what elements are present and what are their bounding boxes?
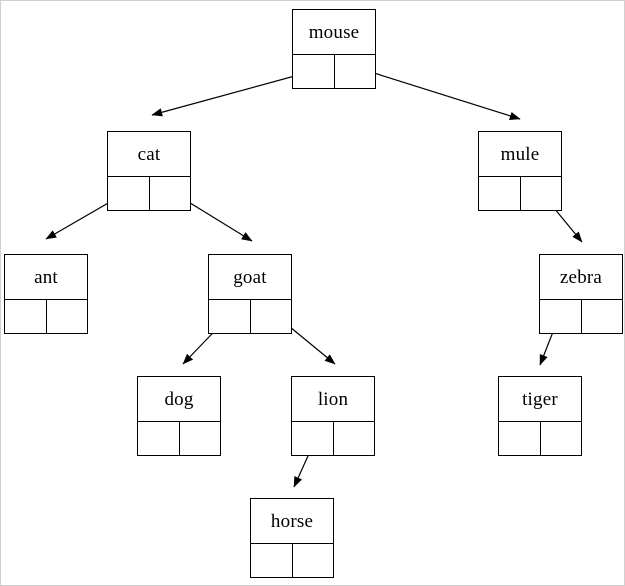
- tree-node-pointer-row: [292, 422, 374, 455]
- left-pointer-cell[interactable]: [5, 300, 47, 333]
- tree-node-pointer-row: [479, 177, 561, 210]
- right-pointer-cell[interactable]: [251, 300, 292, 333]
- tree-node-zebra[interactable]: zebra: [539, 254, 623, 334]
- right-pointer-cell[interactable]: [47, 300, 88, 333]
- tree-node-label: dog: [138, 377, 220, 422]
- tree-node-pointer-row: [540, 300, 622, 333]
- tree-node-label: goat: [209, 255, 291, 300]
- right-pointer-cell[interactable]: [582, 300, 623, 333]
- right-pointer-cell[interactable]: [150, 177, 191, 210]
- right-pointer-cell[interactable]: [180, 422, 221, 455]
- tree-node-pointer-row: [209, 300, 291, 333]
- tree-node-label: tiger: [499, 377, 581, 422]
- tree-node-lion[interactable]: lion: [291, 376, 375, 456]
- tree-node-label: horse: [251, 499, 333, 544]
- left-pointer-cell[interactable]: [479, 177, 521, 210]
- tree-node-pointer-row: [5, 300, 87, 333]
- left-pointer-cell[interactable]: [138, 422, 180, 455]
- left-pointer-cell[interactable]: [251, 544, 293, 577]
- right-pointer-cell[interactable]: [541, 422, 582, 455]
- tree-node-pointer-row: [138, 422, 220, 455]
- left-pointer-cell[interactable]: [293, 55, 335, 88]
- left-pointer-cell[interactable]: [108, 177, 150, 210]
- tree-node-tiger[interactable]: tiger: [498, 376, 582, 456]
- tree-node-label: mule: [479, 132, 561, 177]
- tree-node-ant[interactable]: ant: [4, 254, 88, 334]
- tree-node-label: mouse: [293, 10, 375, 55]
- tree-node-cat[interactable]: cat: [107, 131, 191, 211]
- tree-node-pointer-row: [293, 55, 375, 88]
- tree-node-label: cat: [108, 132, 190, 177]
- right-pointer-cell[interactable]: [293, 544, 334, 577]
- tree-node-mouse[interactable]: mouse: [292, 9, 376, 89]
- tree-node-label: ant: [5, 255, 87, 300]
- right-pointer-cell[interactable]: [334, 422, 375, 455]
- tree-node-mule[interactable]: mule: [478, 131, 562, 211]
- tree-node-label: zebra: [540, 255, 622, 300]
- left-pointer-cell[interactable]: [540, 300, 582, 333]
- tree-node-dog[interactable]: dog: [137, 376, 221, 456]
- left-pointer-cell[interactable]: [499, 422, 541, 455]
- right-pointer-cell[interactable]: [521, 177, 562, 210]
- right-pointer-cell[interactable]: [335, 55, 376, 88]
- tree-node-pointer-row: [499, 422, 581, 455]
- left-pointer-cell[interactable]: [209, 300, 251, 333]
- tree-node-horse[interactable]: horse: [250, 498, 334, 578]
- tree-node-pointer-row: [108, 177, 190, 210]
- tree-node-goat[interactable]: goat: [208, 254, 292, 334]
- edge-arrow-mouse-to-mule: [354, 66, 521, 120]
- edge-arrow-mouse-to-cat: [151, 70, 314, 117]
- left-pointer-cell[interactable]: [292, 422, 334, 455]
- tree-node-label: lion: [292, 377, 374, 422]
- tree-node-pointer-row: [251, 544, 333, 577]
